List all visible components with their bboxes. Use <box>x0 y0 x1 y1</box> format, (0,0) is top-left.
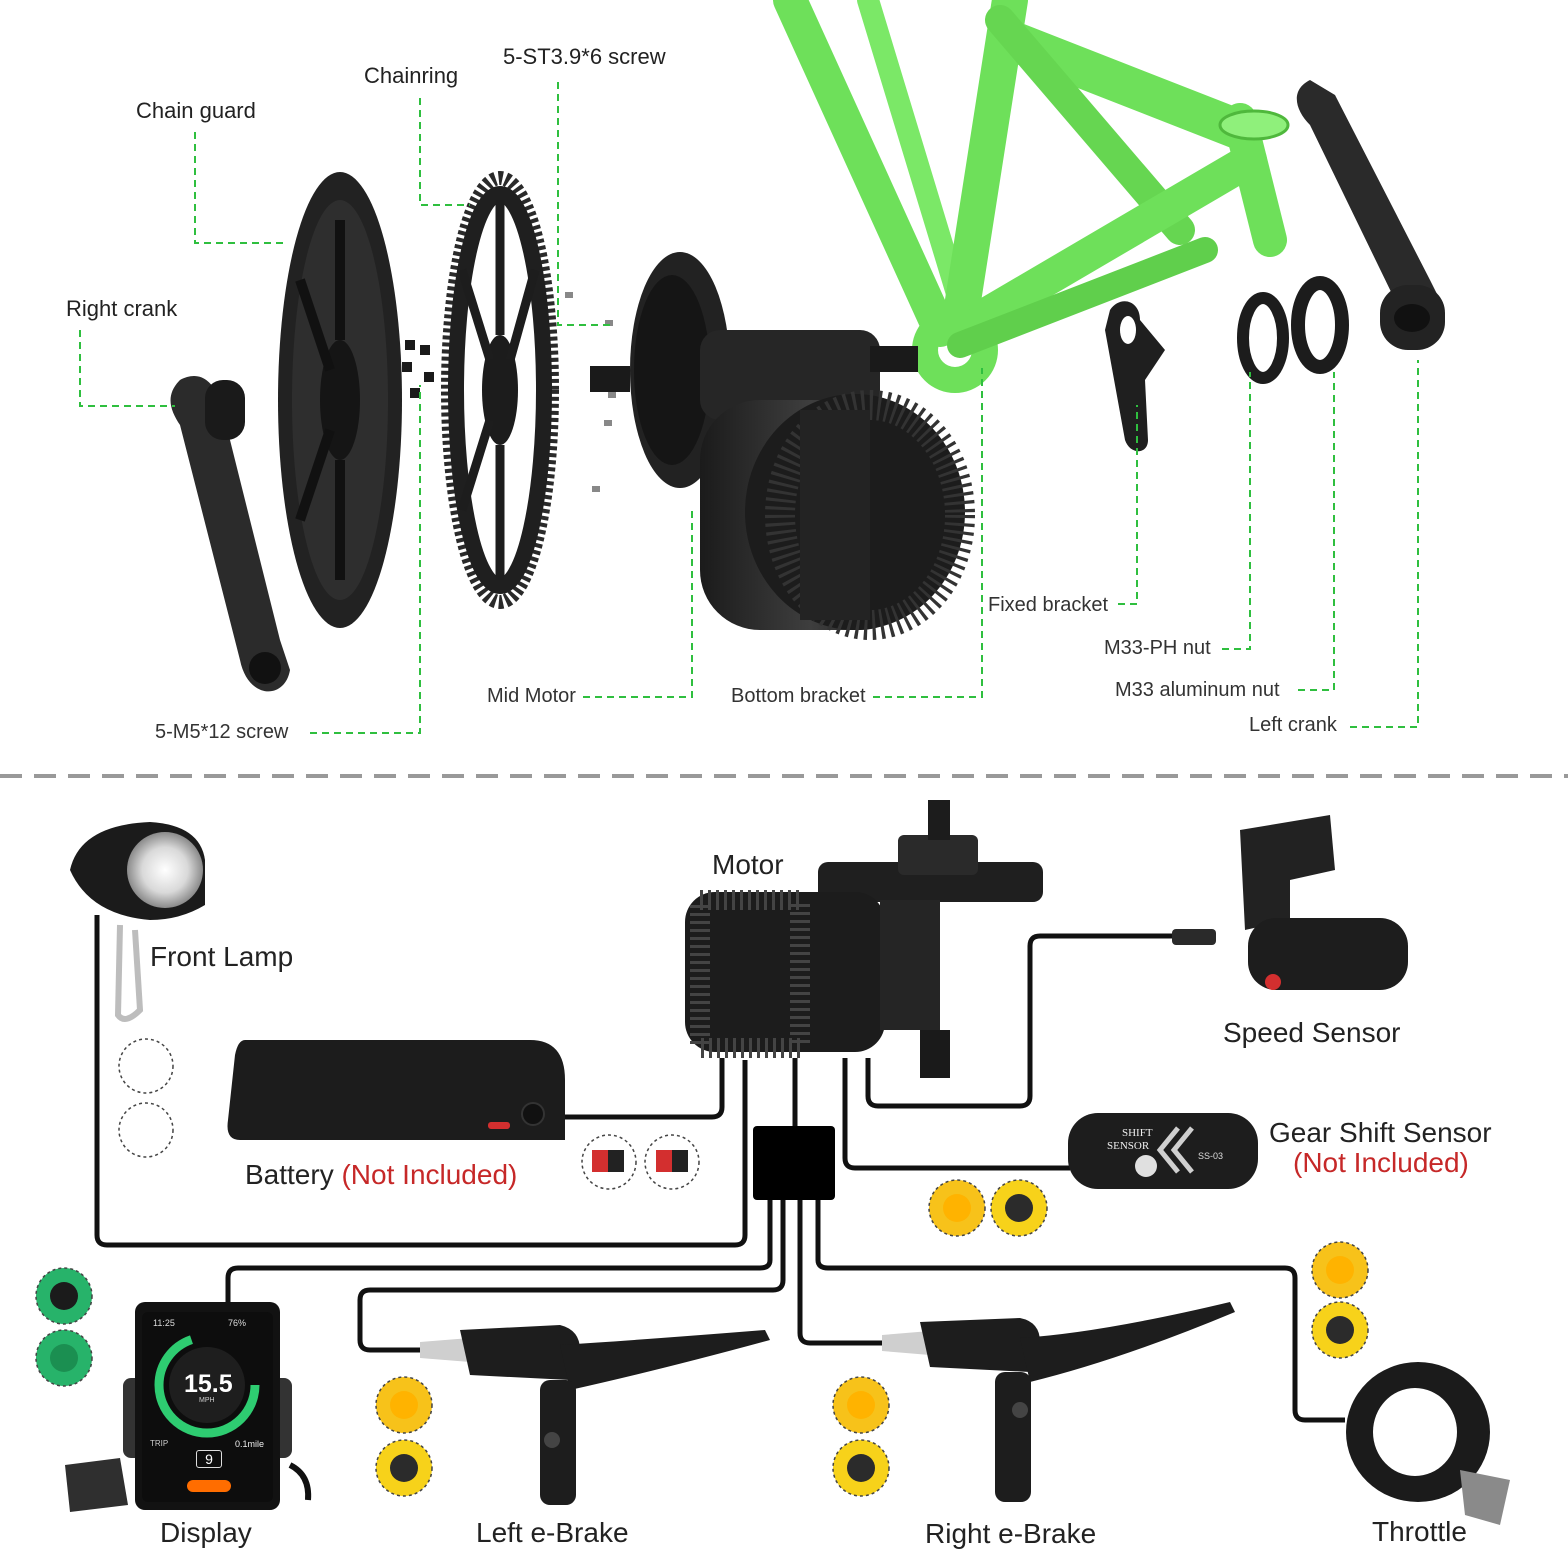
cables <box>94 915 1345 1423</box>
left-crank-part <box>1296 80 1445 350</box>
label-right-crank: Right crank <box>66 296 178 321</box>
st-screws-part <box>565 292 616 492</box>
display-trip-value: 0.1mile <box>235 1439 265 1449</box>
throttle-part <box>1346 1362 1510 1525</box>
right-e-brake-part <box>882 1302 1235 1502</box>
battery-connector-icons <box>581 1134 700 1190</box>
label-battery-text: Battery <box>245 1159 334 1190</box>
label-screw-st: 5-ST3.9*6 screw <box>503 44 666 69</box>
label-bottom-bracket: Bottom bracket <box>731 685 866 707</box>
shift-sensor-text-2: SENSOR <box>1107 1140 1150 1152</box>
m33-ph-nut-part <box>1237 292 1289 384</box>
label-gear-shift-note: (Not Included) <box>1293 1147 1469 1178</box>
shift-sensor-text-1: SHIFT <box>1122 1127 1153 1139</box>
display-speed: 15.5 <box>184 1370 233 1398</box>
label-display: Display <box>160 1517 252 1548</box>
label-mid-motor: Mid Motor <box>487 685 576 707</box>
fixed-bracket-part <box>1105 301 1165 452</box>
m5-screws-part <box>402 340 434 398</box>
left-e-brake-part <box>420 1325 770 1505</box>
chainring-part <box>441 171 559 609</box>
label-speed-sensor: Speed Sensor <box>1223 1017 1401 1048</box>
display-trip-label: TRIP <box>150 1439 169 1448</box>
label-throttle: Throttle <box>1372 1516 1467 1547</box>
label-gear-shift-sensor: Gear Shift Sensor <box>1269 1117 1492 1148</box>
label-right-e-brake: Right e-Brake <box>925 1518 1097 1549</box>
gear-shift-sensor-part <box>1068 1113 1258 1189</box>
label-left-crank: Left crank <box>1249 714 1337 736</box>
front-lamp-part <box>70 822 205 1022</box>
label-left-e-brake: Left e-Brake <box>476 1517 629 1548</box>
display-battery-percent: 76% <box>228 1318 247 1328</box>
lamp-connector-icons <box>118 1038 174 1158</box>
label-front-lamp: Front Lamp <box>150 941 294 972</box>
label-motor: Motor <box>712 849 784 880</box>
label-battery-note: (Not Included) <box>341 1159 518 1190</box>
display-time: 11:25 <box>153 1318 175 1328</box>
chain-guard-part <box>278 172 402 628</box>
display-speed-unit: MPH <box>199 1397 215 1404</box>
connector-icons-yellow <box>375 1179 1369 1497</box>
label-m33-ph-nut: M33-PH nut <box>1104 637 1211 659</box>
motor-unit <box>685 800 1043 1078</box>
m33-aluminum-nut-part <box>1291 276 1349 374</box>
connector-icons-green <box>35 1267 93 1387</box>
junction-box <box>753 1126 835 1200</box>
label-chain-guard: Chain guard <box>136 98 256 123</box>
display-gear: 9 <box>196 1450 222 1468</box>
bike-frame <box>773 0 1287 393</box>
shift-sensor-model: SS-03 <box>1198 1151 1224 1161</box>
label-chainring: Chainring <box>364 63 459 88</box>
frame-seat-tube-top <box>1218 109 1290 141</box>
battery-part <box>227 1040 565 1140</box>
label-screw-m5: 5-M5*12 screw <box>155 721 289 743</box>
label-battery: Battery (Not Included) <box>245 1161 517 1189</box>
speed-sensor-part <box>1172 815 1408 990</box>
label-fixed-bracket: Fixed bracket <box>988 594 1109 616</box>
label-m33-aluminum-nut: M33 aluminum nut <box>1115 679 1280 701</box>
right-crank-part <box>170 376 290 692</box>
leader-lines <box>79 82 1419 734</box>
display-unit-part <box>65 1302 312 1512</box>
mid-motor-part <box>590 252 975 640</box>
